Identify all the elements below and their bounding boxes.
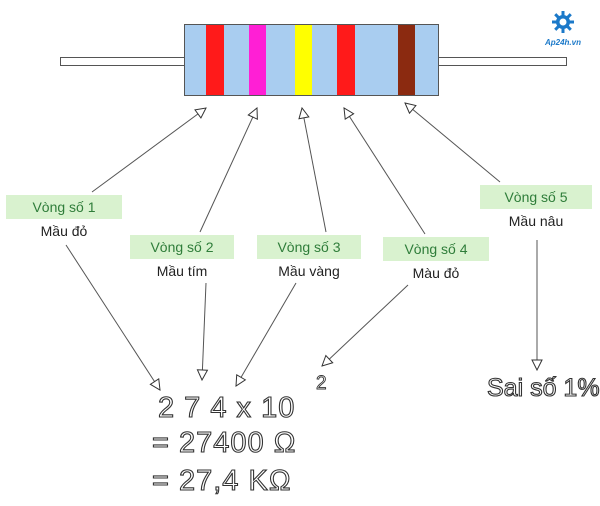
ring-title: Vòng số 1 xyxy=(6,195,122,219)
ring-color-name: Màu đỏ xyxy=(412,265,460,281)
band-4-red xyxy=(337,25,355,95)
gear-icon xyxy=(552,11,574,33)
arrow-ring-2-to-band-2 xyxy=(199,108,257,233)
ring-color-name: Mầu vàng xyxy=(278,263,340,279)
formula-ohms: = 27400 Ω xyxy=(151,426,297,459)
ring-title: Vòng số 3 xyxy=(257,235,361,259)
arrow-ring-2-to-digit xyxy=(202,282,206,380)
band-2-magenta xyxy=(249,25,266,95)
ring-title: Vòng số 4 xyxy=(383,237,489,261)
arrow-ring-4-to-band-4 xyxy=(344,108,426,235)
ring-title: Vòng số 5 xyxy=(480,185,592,209)
band-1-red xyxy=(206,25,224,95)
ring-color-name: Mầu nâu xyxy=(508,213,564,229)
arrow-ring-3-to-band-3 xyxy=(302,108,327,233)
ring-label-4: Vòng số 4 Màu đỏ xyxy=(383,237,489,281)
ring-label-3: Vòng số 3 Mầu vàng xyxy=(257,235,361,279)
ring-color-name: Mầu đỏ xyxy=(40,223,88,239)
ring-color-name: Mầu tím xyxy=(156,263,208,279)
arrow-ring-1-to-digit xyxy=(65,244,160,390)
arrow-ring-4-to-exponent xyxy=(322,284,409,366)
formula-exponent: 2 xyxy=(316,373,327,395)
ring-label-5: Vòng số 5 Mầu nâu xyxy=(480,185,592,229)
formula-kilo-ohms: = 27,4 KΩ xyxy=(151,464,292,497)
ring-label-1: Vòng số 1 Mầu đỏ xyxy=(6,195,122,239)
logo-text: Ap24h.vn xyxy=(544,38,581,47)
arrow-ring-1-to-band-1 xyxy=(91,108,206,193)
band-3-yellow xyxy=(295,25,312,95)
ring-title: Vòng số 2 xyxy=(130,235,234,259)
resistor-body xyxy=(184,24,439,96)
ring-label-2: Vòng số 2 Mầu tím xyxy=(130,235,234,279)
tolerance-text: Sai số 1% xyxy=(486,373,600,402)
arrow-ring-5-to-band-5 xyxy=(405,103,501,183)
resistor-lead-right xyxy=(438,57,567,66)
resistor-lead-left xyxy=(60,57,189,66)
arrow-ring-3-to-digit xyxy=(236,282,297,386)
logo: Ap24h.vn xyxy=(541,10,585,47)
band-5-brown xyxy=(398,25,415,95)
formula-digits: 2 7 4 x 10 xyxy=(157,391,296,424)
